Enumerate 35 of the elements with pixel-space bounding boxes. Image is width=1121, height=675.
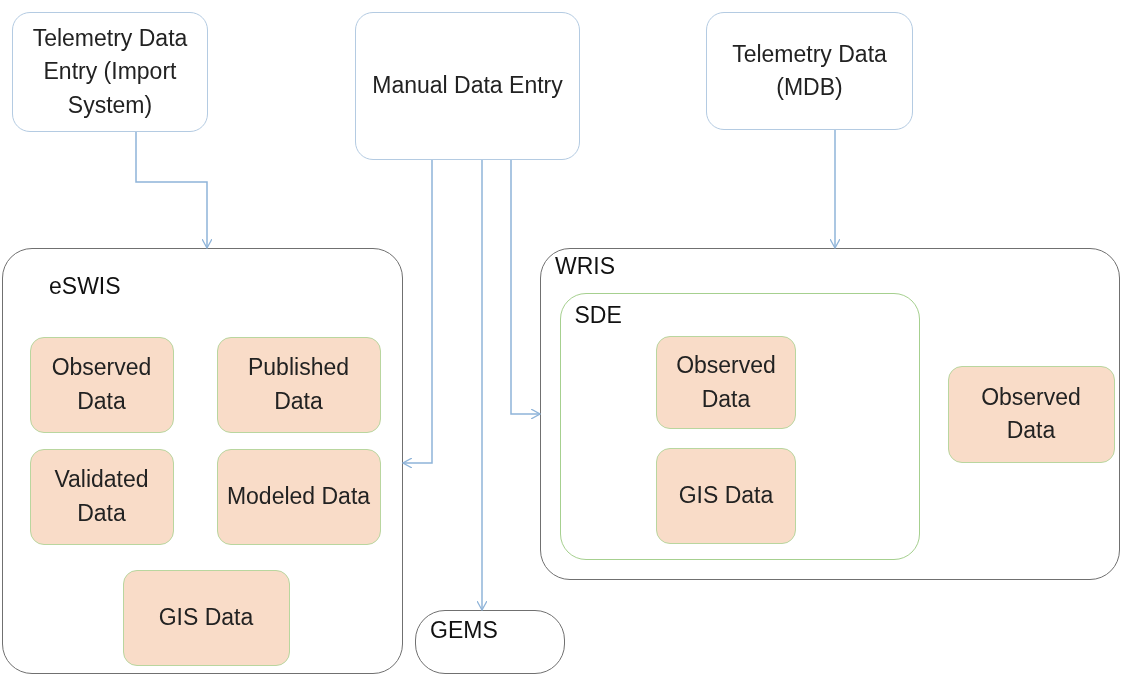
data-box xyxy=(216,336,381,433)
data-box xyxy=(29,448,174,545)
process-box xyxy=(706,12,913,130)
system-title: WRIS xyxy=(555,253,616,280)
system-title: SDE xyxy=(574,301,622,329)
box-label: GIS Data xyxy=(678,481,774,511)
system-box xyxy=(540,248,1120,580)
box-label: Modeled Data xyxy=(226,481,371,511)
process-box xyxy=(355,12,580,160)
box-label: Observed Data xyxy=(50,353,153,416)
box-label: Telemetry Data (MDB) xyxy=(731,39,888,102)
box-label: Observed Data xyxy=(675,351,777,414)
system-title: GEMS xyxy=(430,617,498,644)
data-box xyxy=(216,448,381,545)
process-box xyxy=(12,12,208,132)
system-box xyxy=(415,610,565,674)
arrow xyxy=(510,159,541,420)
box-label: Observed Data xyxy=(980,382,1082,445)
data-box xyxy=(947,365,1115,463)
box-label: GIS Data xyxy=(158,602,254,632)
box-label: Validated Data xyxy=(53,465,150,528)
subsystem-box xyxy=(559,292,920,560)
arrow xyxy=(402,159,433,469)
system-title: eSWIS xyxy=(49,273,121,300)
box-label: Telemetry Data Entry (Import System) xyxy=(31,24,189,120)
arrow xyxy=(476,159,488,611)
arrow xyxy=(829,129,841,249)
data-box xyxy=(29,336,174,433)
data-box xyxy=(122,569,290,666)
data-box xyxy=(656,336,796,429)
box-label: Manual Data Entry xyxy=(372,71,563,101)
data-box xyxy=(656,448,796,544)
system-box xyxy=(2,248,403,674)
box-label: Published Data xyxy=(247,353,350,416)
arrow xyxy=(135,131,213,249)
